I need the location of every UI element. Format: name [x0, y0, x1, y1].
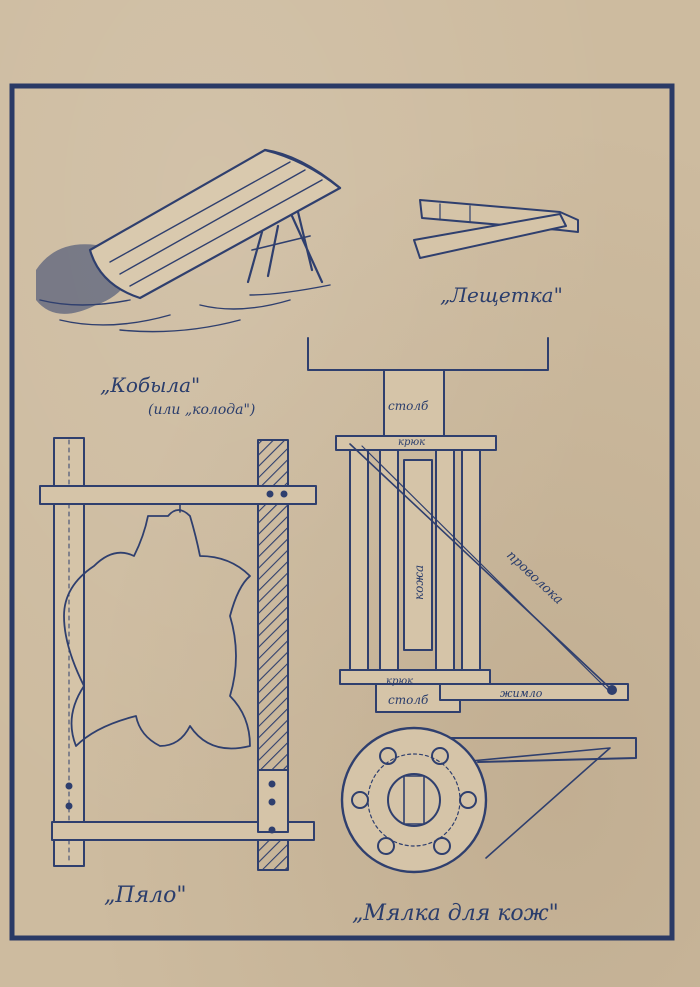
- page-frame: [9, 83, 675, 941]
- kryuk-bottom-label: крюк: [386, 676, 413, 687]
- kozha-label: кожа: [412, 565, 426, 600]
- leshchetka-label: „Лещетка": [440, 283, 563, 307]
- pyalo-label: „Пяло": [104, 883, 187, 908]
- kobyla-sublabel: (или „колода"): [148, 402, 255, 418]
- kryuk-top-label: крюк: [398, 437, 425, 448]
- zhimlo-label: жимло: [500, 687, 543, 700]
- myalka-label: „Мялка для кож": [352, 901, 559, 926]
- press-drawing: [307, 337, 629, 713]
- provoloka-label: проволока: [503, 548, 566, 608]
- stolb-bottom-label: столб: [388, 693, 429, 707]
- stolb-top-label: столб: [388, 399, 429, 413]
- myalka-drawing: [340, 726, 637, 874]
- pyalo-drawing: [39, 437, 317, 871]
- leshchetka-drawing: [413, 199, 579, 259]
- kobyla-drawing: [36, 148, 342, 333]
- kobyla-label: „Кобыла": [100, 373, 200, 397]
